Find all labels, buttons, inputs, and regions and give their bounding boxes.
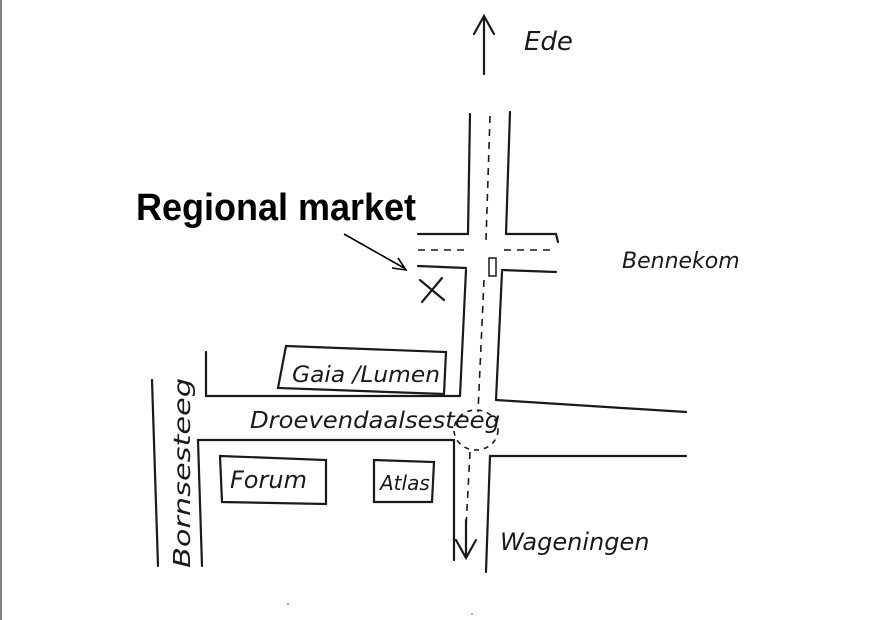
scan-speck (471, 613, 473, 615)
building-forum (218, 454, 328, 506)
road-droevendaalsesteeg (196, 394, 688, 458)
traffic-light-icon (488, 257, 497, 277)
pointer-arrow-icon (343, 233, 408, 272)
label-droevendaalsesteeg: Droevendaalsesteeg (250, 408, 500, 434)
road-north-south (452, 110, 512, 574)
road-east (416, 232, 560, 277)
label-wageningen: Wageningen (500, 528, 649, 556)
label-forum: Forum (230, 466, 307, 494)
market-cross-icon (418, 276, 446, 304)
scan-speck (287, 603, 289, 605)
label-atlas: Atlas (378, 471, 430, 495)
building-atlas (372, 458, 436, 504)
annotation-title: Regional market (136, 187, 416, 229)
label-ede: Ede (524, 27, 573, 57)
arrow-north-icon (472, 13, 496, 76)
label-gaia-lumen: Gaia /Lumen (292, 363, 440, 388)
road-bornsesteeg (150, 350, 208, 568)
roundabout (453, 409, 499, 451)
label-bornsesteeg: Bornsesteeg (170, 378, 196, 568)
label-bennekom: Bennekom (622, 249, 740, 274)
building-gaia-lumen (276, 344, 448, 396)
arrow-south-icon (454, 518, 478, 561)
